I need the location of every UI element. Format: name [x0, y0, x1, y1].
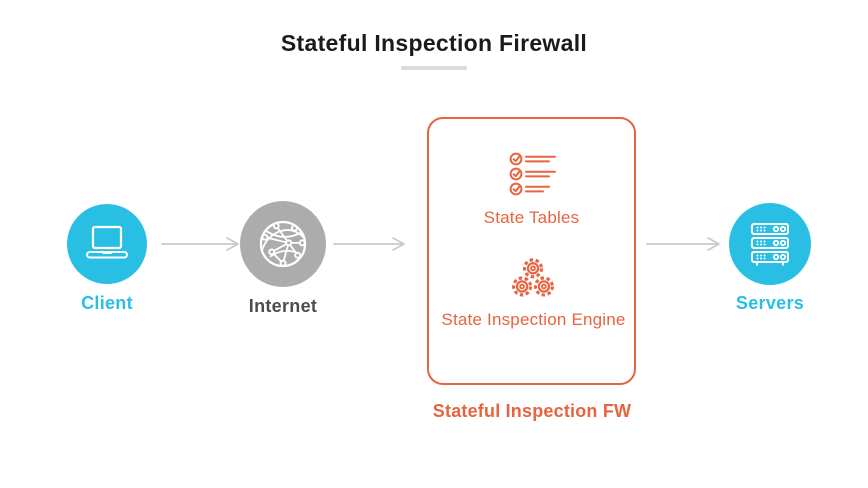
firewall-caption: Stateful Inspection FW: [432, 401, 632, 421]
arrow-right-icon: [161, 237, 239, 251]
servers-label: Servers: [735, 293, 805, 313]
gears-icon: [512, 258, 554, 297]
arrow-client-internet: [161, 236, 241, 252]
page-title: Stateful Inspection Firewall: [280, 30, 588, 56]
state-inspection-engine-label: State Inspection Engine: [441, 310, 626, 329]
arrow-internet-firewall: [333, 236, 411, 252]
arrow-right-icon: [646, 237, 720, 251]
internet-node: [240, 201, 326, 287]
checklist-icon: [509, 152, 556, 196]
client-label: Client: [81, 293, 133, 313]
state-tables-label: State Tables: [483, 208, 580, 227]
server-rack-icon: [751, 223, 789, 266]
client-node: [67, 204, 147, 284]
globe-network-icon: [259, 220, 307, 268]
arrow-right-icon: [333, 237, 405, 251]
firewall-box: State Tables State: [427, 117, 636, 385]
laptop-icon: [86, 225, 128, 259]
servers-node: [729, 203, 811, 285]
title-underline: [401, 66, 467, 70]
internet-label: Internet: [248, 296, 318, 316]
arrow-firewall-servers: [646, 236, 726, 252]
